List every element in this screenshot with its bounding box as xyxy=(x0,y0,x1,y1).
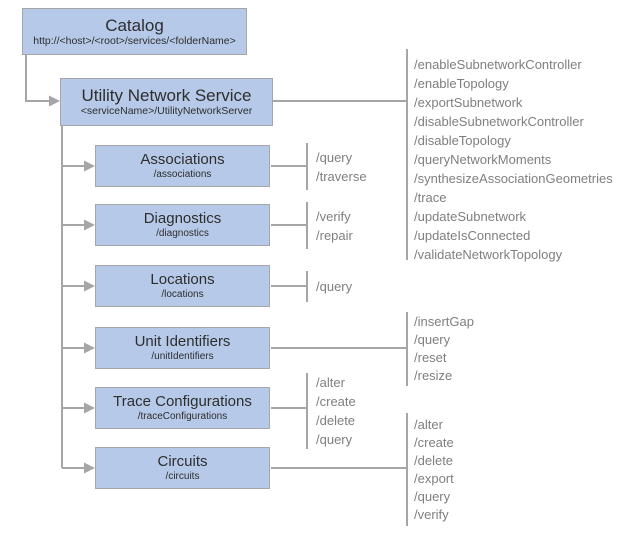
diagnostics-operations-list: /verify/repair xyxy=(316,207,353,245)
operation-item: /query xyxy=(414,489,451,504)
operation-item: /exportSubnetwork xyxy=(414,95,523,110)
trace-configurations-operations-list: /alter/create/delete/query xyxy=(316,373,356,449)
arrowhead-icon xyxy=(84,280,95,292)
node-catalog: Catalog http://<host>/<root>/services/<f… xyxy=(22,8,247,55)
operation-item: /validateNetworkTopology xyxy=(414,247,563,262)
node-subtitle: /unitIdentifiers xyxy=(151,350,214,362)
associations-operations-list: /query/traverse xyxy=(316,148,367,186)
operation-item: /delete xyxy=(316,413,356,428)
node-associations: Associations /associations xyxy=(95,145,270,187)
node-title: Circuits xyxy=(157,452,208,470)
node-locations: Locations /locations xyxy=(95,265,270,307)
locations-operations-list: /query xyxy=(316,277,352,296)
node-subtitle: /diagnostics xyxy=(156,227,209,239)
operation-item: /traverse xyxy=(316,169,367,184)
node-title: Utility Network Service xyxy=(81,86,252,106)
operation-item: /reset xyxy=(414,350,447,365)
operation-item: /queryNetworkMoments xyxy=(414,152,552,167)
operation-item: /repair xyxy=(316,228,353,243)
node-title: Associations xyxy=(140,150,225,168)
node-subtitle: /circuits xyxy=(165,470,200,482)
node-circuits: Circuits /circuits xyxy=(95,447,270,489)
operation-item: /create xyxy=(316,394,356,409)
operation-item: /alter xyxy=(414,417,443,432)
node-utility-network-service: Utility Network Service <serviceName>/Ut… xyxy=(60,78,273,126)
operation-item: /resize xyxy=(414,368,453,383)
operation-item: /query xyxy=(316,150,353,165)
operation-item: /insertGap xyxy=(414,314,474,329)
node-diagnostics: Diagnostics /diagnostics xyxy=(95,204,270,246)
operation-item: /create xyxy=(414,435,454,450)
node-trace-configurations: Trace Configurations /traceConfiguration… xyxy=(95,387,270,429)
operation-item: /verify xyxy=(316,209,351,224)
arrowhead-icon xyxy=(84,342,95,354)
operation-item: /query xyxy=(414,332,451,347)
operation-item: /query xyxy=(316,279,353,294)
node-subtitle: /associations xyxy=(153,168,212,180)
node-subtitle: /traceConfigurations xyxy=(137,410,228,422)
arrowhead-icon xyxy=(84,402,95,414)
node-title: Catalog xyxy=(105,15,164,35)
node-title: Trace Configurations xyxy=(113,392,252,410)
node-subtitle: <serviceName>/UtilityNetworkServer xyxy=(80,105,253,118)
node-unit-identifiers: Unit Identifiers /unitIdentifiers xyxy=(95,327,270,369)
arrowhead-icon xyxy=(84,462,95,474)
elbow-connector xyxy=(25,55,49,102)
node-title: Unit Identifiers xyxy=(134,332,231,350)
operation-item: /disableTopology xyxy=(414,133,511,148)
operation-item: /updateIsConnected xyxy=(414,228,531,243)
node-title: Diagnostics xyxy=(143,209,222,227)
operation-item: /query xyxy=(316,432,353,447)
node-subtitle: /locations xyxy=(161,288,204,300)
operation-item: /trace xyxy=(414,190,447,205)
operation-item: /alter xyxy=(316,375,345,390)
service-operations-list: /enableSubnetworkController/enableTopolo… xyxy=(414,55,613,264)
circuits-operations-list: /alter/create/delete/export/query/verify xyxy=(414,416,454,524)
arrowhead-icon xyxy=(84,160,95,172)
node-subtitle: http://<host>/<root>/services/<folderNam… xyxy=(33,34,236,47)
operation-item: /disableSubnetworkController xyxy=(414,114,584,129)
operation-item: /export xyxy=(414,471,454,486)
operation-item: /enableSubnetworkController xyxy=(414,57,582,72)
node-title: Locations xyxy=(150,270,215,288)
arrowhead-icon xyxy=(84,219,95,231)
operation-item: /updateSubnetwork xyxy=(414,209,527,224)
unit-identifiers-operations-list: /insertGap/query/reset/resize xyxy=(414,313,474,385)
operation-item: /enableTopology xyxy=(414,76,509,91)
arrowhead-icon xyxy=(49,95,60,107)
operation-item: /delete xyxy=(414,453,454,468)
operation-item: /synthesizeAssociationGeometries xyxy=(414,171,613,186)
operation-item: /verify xyxy=(414,507,449,522)
